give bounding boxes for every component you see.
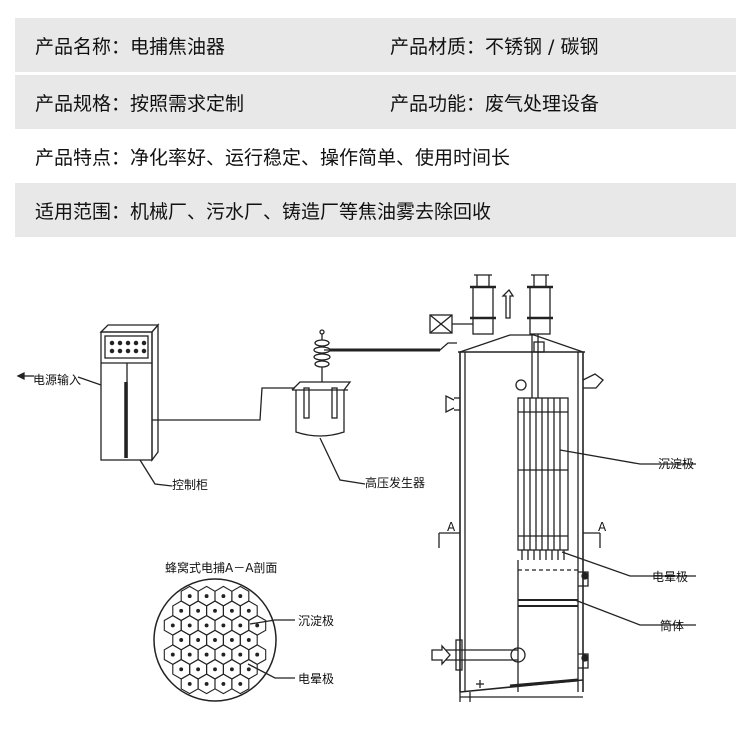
corona-wire-dot [196, 667, 201, 672]
product-name: 产品名称：电捕焦油器 [35, 35, 226, 58]
section-a-left-marker [438, 532, 460, 548]
label-sediment-electrode: 沉淀极 [298, 614, 334, 628]
corona-wire-dot [187, 681, 192, 686]
corona-wire-dot [229, 667, 234, 672]
product-function: 产品功能：废气处理设备 [390, 92, 600, 115]
spec-row-name-material: 产品名称：电捕焦油器 产品材质：不锈钢 / 碳钢 [15, 18, 736, 72]
corona-wire-dot [229, 638, 234, 642]
label-shell: 筒体 [660, 618, 684, 633]
corona-wire-dot [187, 594, 192, 599]
corona-wire-dot [238, 623, 243, 628]
precipitator-tower-icon [429, 274, 604, 702]
corona-wire-dot [204, 594, 209, 599]
corona-wire-dot [196, 608, 201, 613]
corona-wire-dot [213, 638, 217, 642]
corona-wire-dot [170, 623, 175, 628]
product-features: 产品特点：净化率好、运行稳定、操作简单、使用时间长 [35, 146, 511, 169]
spec-row-spec-function: 产品规格：按照需求定制 产品功能：废气处理设备 [15, 75, 736, 129]
power-input-arrow-icon [16, 371, 34, 381]
tar-precipitator-diagram: 电源输入 控制柜 高压发生器 蜂窝式电捕A－A剖面 沉淀极 电晕极 沉淀极 电晕… [0, 270, 750, 745]
product-spec: 产品规格：按照需求定制 [35, 92, 245, 115]
section-a-right-marker [583, 532, 601, 548]
corona-wire-dot [187, 652, 192, 657]
corona-wire-dot [221, 594, 226, 599]
corona-wire-dot [238, 652, 243, 657]
corona-wire-dot [170, 652, 175, 657]
label-control-cabinet: 控制柜 [172, 478, 208, 492]
corona-wire-dot [187, 623, 192, 628]
corona-wire-dot [238, 594, 243, 599]
corona-wire-dot [246, 638, 251, 642]
corona-wire-dot [246, 608, 251, 613]
control-cabinet-icon [99, 323, 160, 462]
hv-generator-icon [291, 329, 352, 437]
honeycomb-cell [231, 673, 250, 695]
honeycomb-cross-section-icon [153, 578, 277, 702]
spec-row-scope: 适用范围：机械厂、污水厂、铸造厂等焦油雾去除回收 [15, 183, 736, 237]
product-scope: 适用范围：机械厂、污水厂、铸造厂等焦油雾去除回收 [35, 200, 492, 223]
corona-wire-dot [179, 638, 184, 642]
label-power-input: 电源输入 [33, 372, 81, 387]
corona-wire-dot [246, 667, 251, 672]
product-material: 产品材质：不锈钢 / 碳钢 [390, 35, 599, 58]
label-hv-generator: 高压发生器 [365, 475, 425, 490]
corona-wire-dot [213, 608, 217, 613]
diagram-svg: 电源输入 控制柜 高压发生器 蜂窝式电捕A－A剖面 沉淀极 电晕极 沉淀极 电晕… [16, 274, 696, 702]
label-corona-electrode-main: 电晕极 [652, 570, 688, 584]
corona-wire-dot [204, 623, 209, 628]
corona-wire-dot [255, 652, 260, 657]
corona-wire-dot [221, 681, 226, 686]
corona-wire-dot [238, 681, 243, 686]
corona-wire-dot [179, 667, 184, 672]
corona-wire-dot [196, 638, 201, 642]
corona-wire-dot [204, 652, 209, 657]
label-corona-electrode: 电晕极 [298, 672, 334, 686]
label-section-a-left: A [447, 520, 456, 534]
spec-table: 产品名称：电捕焦油器 产品材质：不锈钢 / 碳钢 产品规格：按照需求定制 产品功… [15, 18, 736, 237]
corona-wire-dot [221, 623, 226, 628]
corona-wire-dot [204, 681, 209, 686]
corona-wire-dot [255, 623, 260, 628]
corona-wire-dot [179, 608, 184, 613]
corona-wire-dot [213, 667, 217, 672]
label-section-a-right: A [598, 520, 607, 534]
corona-wire-dot [229, 608, 234, 613]
corona-wire-dot [221, 652, 226, 657]
label-sediment-electrode-main: 沉淀极 [658, 457, 694, 471]
spec-row-features: 产品特点：净化率好、运行稳定、操作简单、使用时间长 [15, 129, 736, 183]
label-cross-section-title: 蜂窝式电捕A－A剖面 [165, 560, 277, 575]
